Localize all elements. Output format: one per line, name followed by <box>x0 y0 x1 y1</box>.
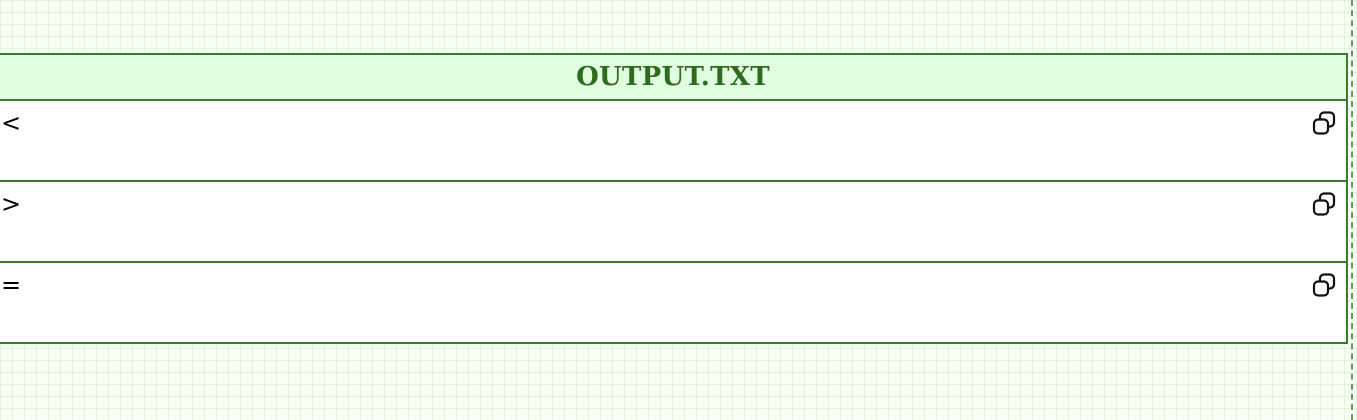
output-line-text: < <box>1 109 22 137</box>
copy-button[interactable] <box>1310 109 1338 137</box>
output-line-text: = <box>1 271 22 299</box>
copy-button[interactable] <box>1310 271 1338 299</box>
output-file-panel: OUTPUT.TXT < > = <box>0 53 1348 344</box>
output-line-row: < <box>0 101 1346 182</box>
copy-button[interactable] <box>1310 190 1338 218</box>
copy-icon <box>1312 192 1336 216</box>
output-line-text: > <box>1 190 22 218</box>
panel-header: OUTPUT.TXT <box>0 55 1346 101</box>
panel-title: OUTPUT.TXT <box>576 62 770 92</box>
page-edge-divider <box>1351 0 1353 420</box>
copy-icon <box>1312 273 1336 297</box>
output-line-row: = <box>0 263 1346 342</box>
output-line-row: > <box>0 182 1346 263</box>
copy-icon <box>1312 111 1336 135</box>
